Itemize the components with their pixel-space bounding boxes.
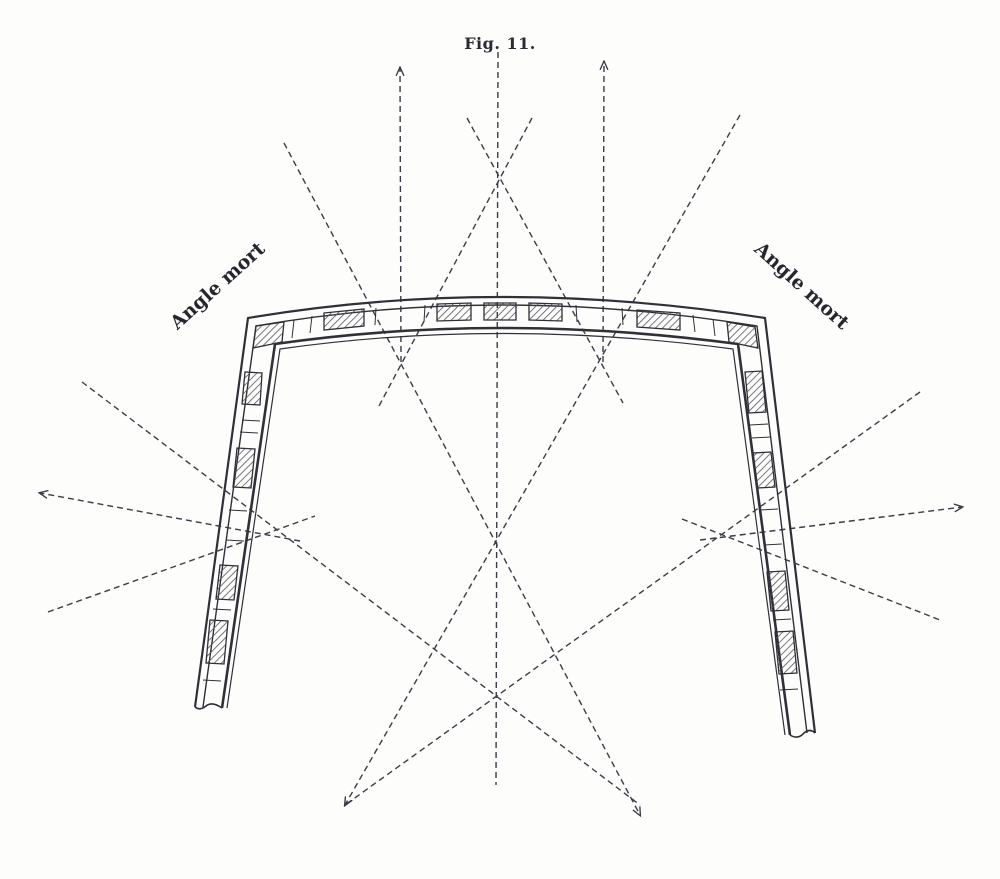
embrasure-left-3	[215, 564, 239, 601]
ray-vertical-left	[400, 68, 401, 363]
wall-inner-edge	[220, 326, 792, 736]
wall-inner-line	[226, 332, 786, 736]
embrasures	[205, 302, 798, 675]
ray-long-right	[345, 114, 741, 805]
lines-of-fire	[40, 51, 962, 815]
embrasure-right-4	[774, 630, 798, 675]
ray-upper-cross-b	[378, 117, 533, 407]
figure-title: Fig. 11.	[464, 34, 536, 53]
ray-right-flank-c	[699, 507, 962, 541]
embrasure-top-5	[636, 309, 681, 331]
embrasure-left-1	[241, 371, 263, 406]
embrasure-top-3	[483, 302, 517, 321]
embrasure-right-2	[752, 451, 776, 489]
ray-upper-cross-a	[466, 117, 624, 404]
fort-wall	[193, 295, 817, 738]
embrasure-left-2	[232, 447, 256, 489]
embrasure-top-4	[528, 302, 563, 322]
ray-left-flank-a	[81, 381, 641, 806]
wall-break-left	[194, 703, 223, 710]
embrasure-top-1	[323, 308, 365, 331]
wall-outer-edge	[193, 295, 817, 734]
center-axis-line	[495, 51, 499, 786]
embrasure-right-3	[766, 570, 790, 612]
embrasure-left-4	[205, 619, 229, 665]
wall-break-right	[789, 729, 816, 738]
ray-right-flank-b	[681, 518, 941, 621]
ray-left-flank-b	[47, 515, 316, 613]
embrasure-corner-left	[252, 321, 285, 349]
wall-gaps	[202, 304, 799, 691]
embrasure-top-2	[436, 302, 472, 322]
ray-long-left	[283, 142, 640, 815]
embrasure-right-1	[744, 370, 767, 414]
ray-vertical-right	[603, 62, 604, 363]
wall-middle-line	[202, 304, 808, 734]
ray-right-flank-a	[344, 391, 921, 806]
embrasure-corner-right	[726, 321, 759, 349]
ray-left-flank-c	[40, 493, 301, 542]
